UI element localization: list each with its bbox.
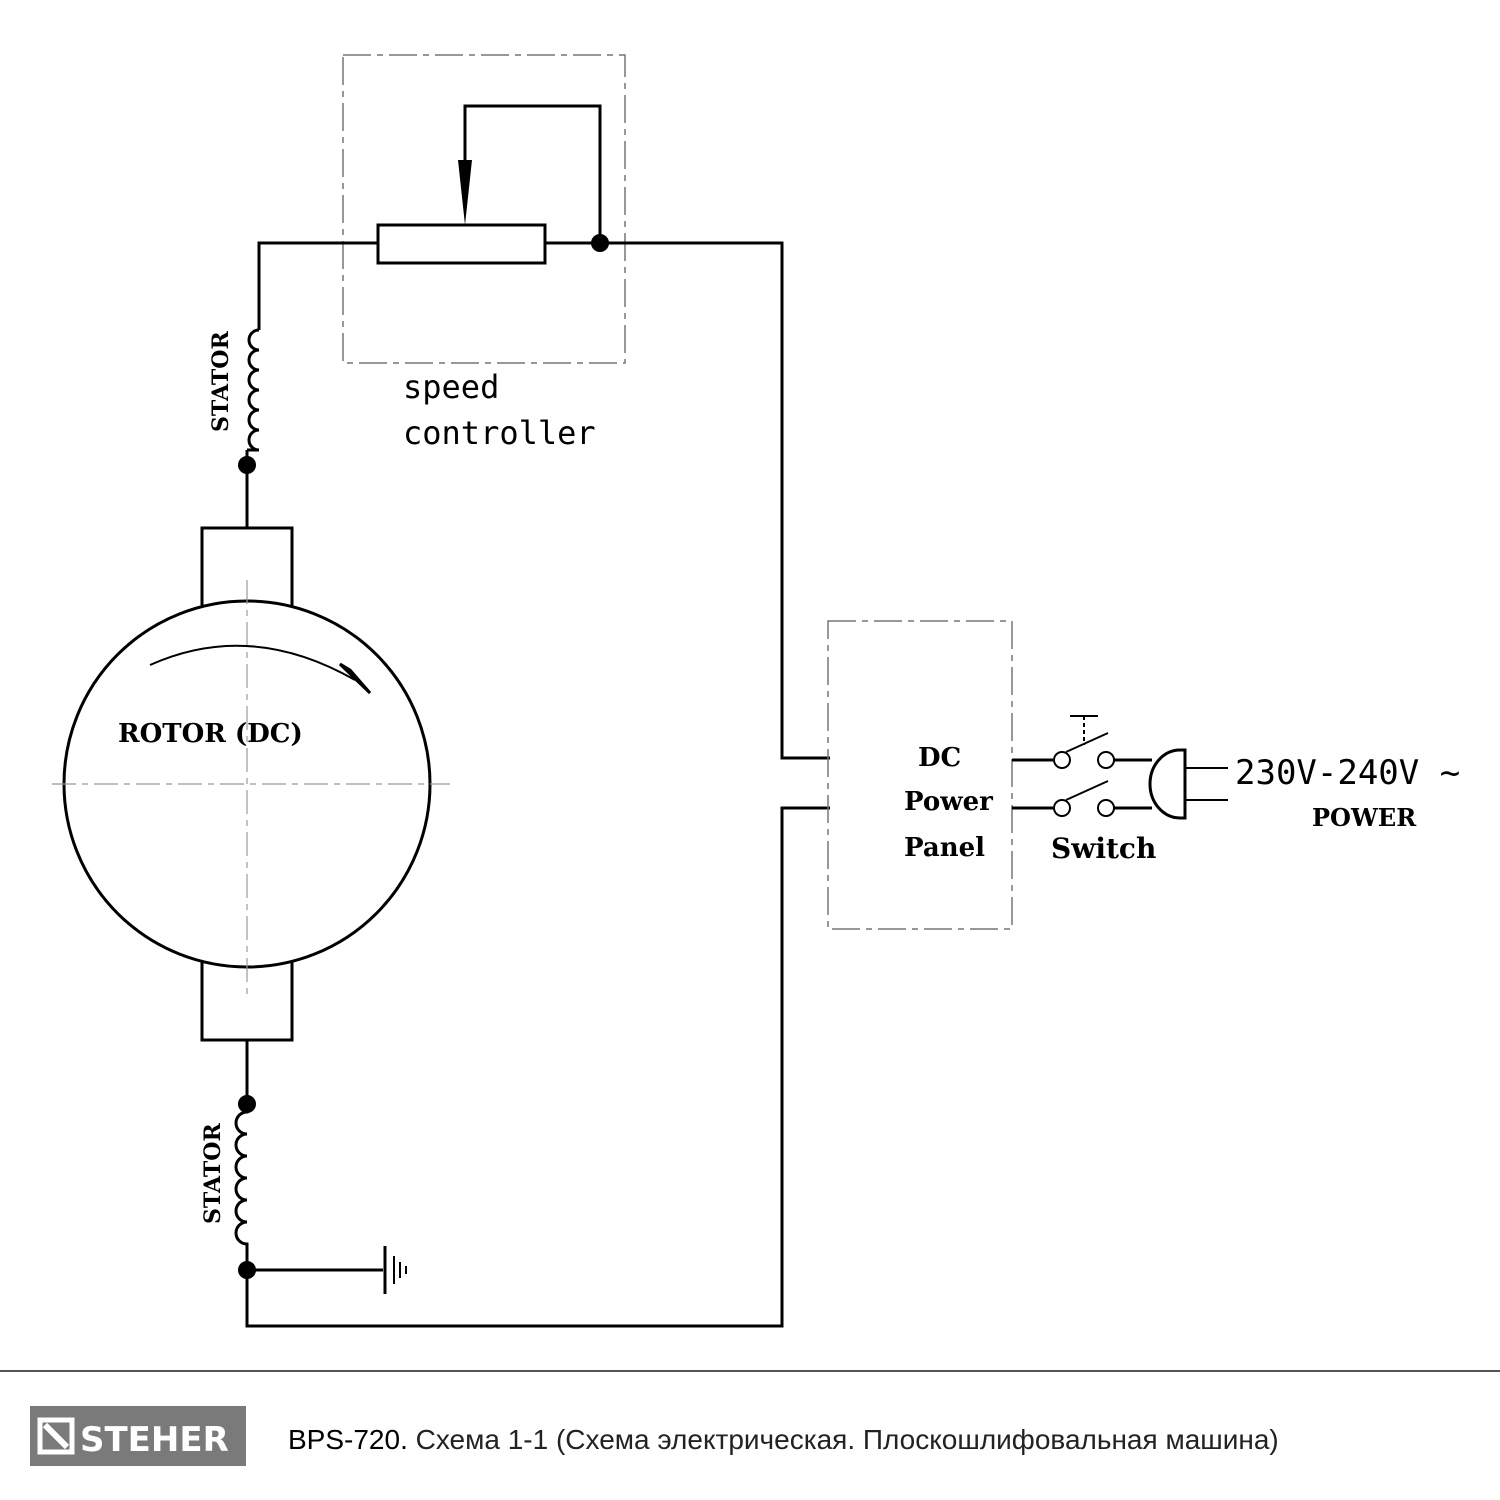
wiper-arrow [458, 160, 472, 225]
voltage-label: 230V-240V ~ [1235, 753, 1460, 793]
power-label: POWER [1312, 803, 1417, 832]
switch-icon [1053, 715, 1115, 817]
stator-bottom-label: STATOR [200, 1123, 226, 1224]
wire-top-left [257, 241, 378, 330]
rotation-arrowhead [338, 662, 372, 695]
switch-label: Switch [1051, 832, 1156, 865]
potentiometer [376, 223, 547, 265]
logo-mark: STEHER [37, 1417, 229, 1458]
speed-controller-box [342, 54, 626, 364]
rotation-arrow [149, 644, 356, 681]
node-dot [238, 456, 256, 474]
brand-text: STEHER [80, 1420, 229, 1458]
model-number: BPS-720. [288, 1424, 408, 1455]
figure-caption: BPS-720. Схема 1-1 (Схема электрическая.… [288, 1420, 1279, 1460]
wiper-wire [463, 104, 602, 243]
caption-text: Схема 1-1 (Схема электрическая. Плоскошл… [407, 1424, 1279, 1455]
power-panel-line3: Panel [904, 833, 985, 863]
power-panel-line2: Power [904, 787, 993, 817]
wire-bottom-return [245, 806, 830, 1328]
stator-coil-top [247, 328, 260, 452]
plug-icon [1148, 748, 1228, 820]
rotor-label: ROTOR (DC) [118, 719, 303, 749]
stator-top-label: STATOR [208, 331, 234, 432]
footer-divider [0, 1370, 1500, 1372]
power-panel-line1: DC [918, 743, 961, 773]
electrical-schematic: STATOR ROTOR (DC) STATOR DC Power Panel [52, 54, 1460, 1328]
dc-power-panel-box [827, 620, 1013, 930]
steher-logo: STEHER [30, 1406, 246, 1466]
speed-controller-label-line2: controller [403, 414, 596, 452]
speed-controller-label-line1: speed [403, 368, 499, 406]
stator-coil-bottom [234, 1104, 249, 1270]
wire-top-right [545, 241, 830, 760]
ground-icon [383, 1246, 407, 1294]
